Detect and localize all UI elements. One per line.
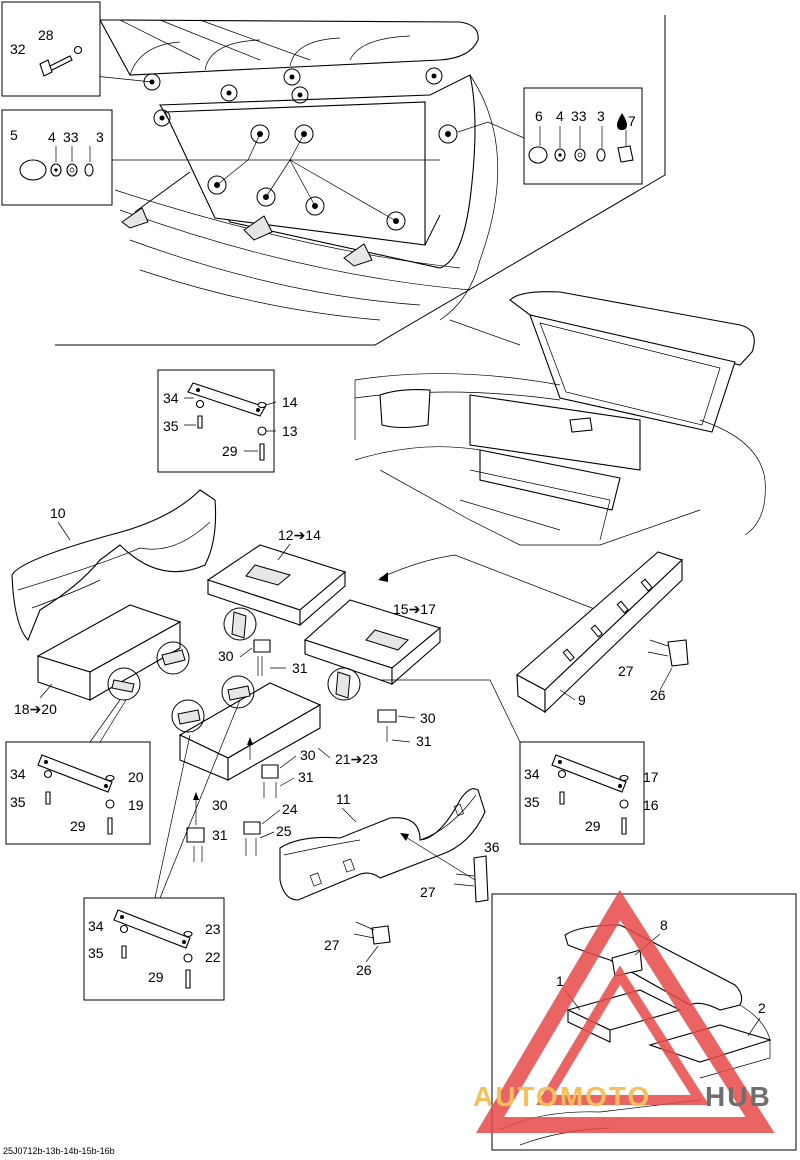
callout-22: 22 [205,949,221,965]
callout-31-d: 31 [212,827,228,843]
callout-34-b: 34 [10,766,26,782]
callout-28: 28 [38,27,54,43]
callout-29-c: 29 [585,818,601,834]
callout-9: 9 [578,692,586,708]
callout-34-d: 34 [88,918,104,934]
callout-35-c: 35 [524,794,540,810]
callout-11: 11 [336,791,351,807]
callout-7: 7 [628,113,636,129]
part-9-rail: 9 27 26 [516,551,689,714]
callout-5: 5 [10,127,18,143]
callout-31-c: 31 [298,769,314,785]
callout-32: 32 [10,41,26,57]
inset-fasteners-5-4-33-3: 5 4 33 3 [1,109,113,206]
callout-35-a: 35 [163,418,179,434]
callout-27-c: 27 [324,937,340,953]
callout-27-a: 27 [618,663,634,679]
watermark-hub: HUB [705,1081,772,1112]
cushion-18-20: 18➔20 [14,604,182,717]
cushion-12-14: 12➔14 [206,527,347,627]
part-11-lower-backrest: 11 36 27 27 26 [279,788,500,978]
callout-33-right: 33 [571,108,587,124]
automotohub-logo: AUTOMOTO HUB [473,889,775,1133]
callout-16: 16 [643,797,659,813]
part-10-backrest: 10 [11,489,217,642]
watermark-auto: AUTOMOTO [473,1081,651,1112]
inset-bracket-12-14: 34 35 14 13 29 [157,369,298,473]
callout-26-a: 26 [650,687,666,703]
cushion-15-17: 15➔17 [303,599,442,686]
callout-34-c: 34 [524,766,540,782]
callout-20: 20 [128,769,144,785]
callout-14: 14 [282,394,298,410]
callout-29-b: 29 [70,818,86,834]
oil-drop-icon [617,113,627,130]
callout-29-a: 29 [222,443,238,459]
callout-3-right: 3 [597,108,605,124]
callout-34-a: 34 [163,390,179,406]
callout-30-d: 30 [212,797,228,813]
callout-17: 17 [643,769,659,785]
callout-35-d: 35 [88,945,104,961]
callout-1: 1 [556,973,564,989]
callout-13: 13 [282,423,298,439]
callout-18-20: 18➔20 [14,701,57,717]
callout-36: 36 [484,839,500,855]
inset-bracket-15-17: 34 35 17 16 29 [380,679,659,845]
trunk-lid-view [55,15,666,346]
callout-35-b: 35 [10,794,26,810]
callout-4-top: 4 [48,129,56,145]
callout-23: 23 [205,921,221,937]
inset-fasteners-6-4-33-3-7: 6 4 33 3 7 [523,87,643,185]
callout-24: 24 [282,801,298,817]
callout-8: 8 [660,917,668,933]
callout-12-14: 12➔14 [278,527,321,543]
cushion-21-23: 21➔23 [178,682,378,781]
inset-seat-1-2-8: 8 1 2 AUTOMOTO HUB [473,889,797,1151]
callout-3-top: 3 [96,129,104,145]
callout-30-a: 30 [218,648,234,664]
callout-10: 10 [50,505,66,521]
callout-30-c: 30 [300,747,316,763]
callout-15-17: 15➔17 [393,601,436,617]
callout-27-b: 27 [420,884,436,900]
clips-30-31: 30 31 30 31 30 31 30 31 24 25 [186,639,436,862]
callout-31-b: 31 [416,733,432,749]
inset-bracket-21-23: 34 35 23 22 29 [83,699,241,1001]
callout-4-right: 4 [556,108,564,124]
callout-26-b: 26 [356,962,372,978]
inset-bracket-18-20: 34 35 20 19 29 [5,699,151,845]
callout-2: 2 [758,1000,766,1016]
callout-6: 6 [535,108,543,124]
callout-33-top: 33 [63,129,79,145]
callout-25: 25 [276,823,292,839]
inset-bolt-28-32: 28 32 [1,1,101,97]
drawing-code: 25J0712b-13b-14b-15b-16b [3,1146,115,1156]
callout-21-23: 21➔23 [335,751,378,767]
open-trunk-view [354,291,766,546]
callout-31-a: 31 [292,660,308,676]
callout-29-d: 29 [148,969,164,985]
callout-19: 19 [128,797,144,813]
callout-30-b: 30 [420,710,436,726]
